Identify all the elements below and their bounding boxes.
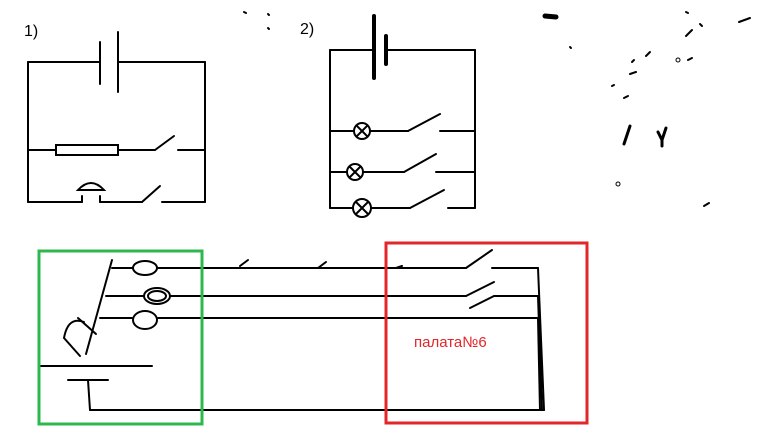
battery-icon <box>372 14 388 80</box>
switch-icon <box>409 189 445 209</box>
bell-icon <box>75 182 107 203</box>
lamp-icon <box>353 122 371 140</box>
ward-label: палата№6 <box>414 334 487 351</box>
ward-rail <box>537 267 545 411</box>
diagram-1-number: 1) <box>24 23 38 40</box>
switch-icon <box>407 113 441 132</box>
stray-sketch-marks <box>243 11 751 207</box>
ward-box <box>384 241 589 425</box>
ward-call-circuit <box>39 249 545 411</box>
lamp-icon <box>143 287 171 305</box>
switch-icon <box>469 295 495 309</box>
rotary-switch-lever <box>85 259 113 355</box>
lamp-icon <box>352 198 372 218</box>
wire-tick <box>317 261 327 269</box>
switch-icon <box>465 281 495 297</box>
ward-rail <box>537 295 543 411</box>
switch-icon <box>403 153 437 173</box>
switch-icon <box>141 185 161 203</box>
diagram-2-number: 2) <box>300 21 314 38</box>
push-button-icon <box>62 317 97 357</box>
switch-icon <box>154 135 175 151</box>
lamp-icon <box>132 260 158 276</box>
wire-tick <box>395 265 403 269</box>
circuit-diagram-2: 2) <box>300 14 476 218</box>
lamp-icon <box>132 310 158 330</box>
circuit-diagram-1: 1) <box>24 23 206 203</box>
guard-post-box <box>37 249 204 426</box>
return-wire-down <box>87 379 91 411</box>
wire-tick <box>239 259 249 267</box>
ward-rail <box>537 317 541 411</box>
lamp-icon <box>346 163 364 181</box>
resistor-icon <box>55 144 119 156</box>
battery-icon <box>99 31 119 93</box>
switch-icon <box>465 249 493 269</box>
